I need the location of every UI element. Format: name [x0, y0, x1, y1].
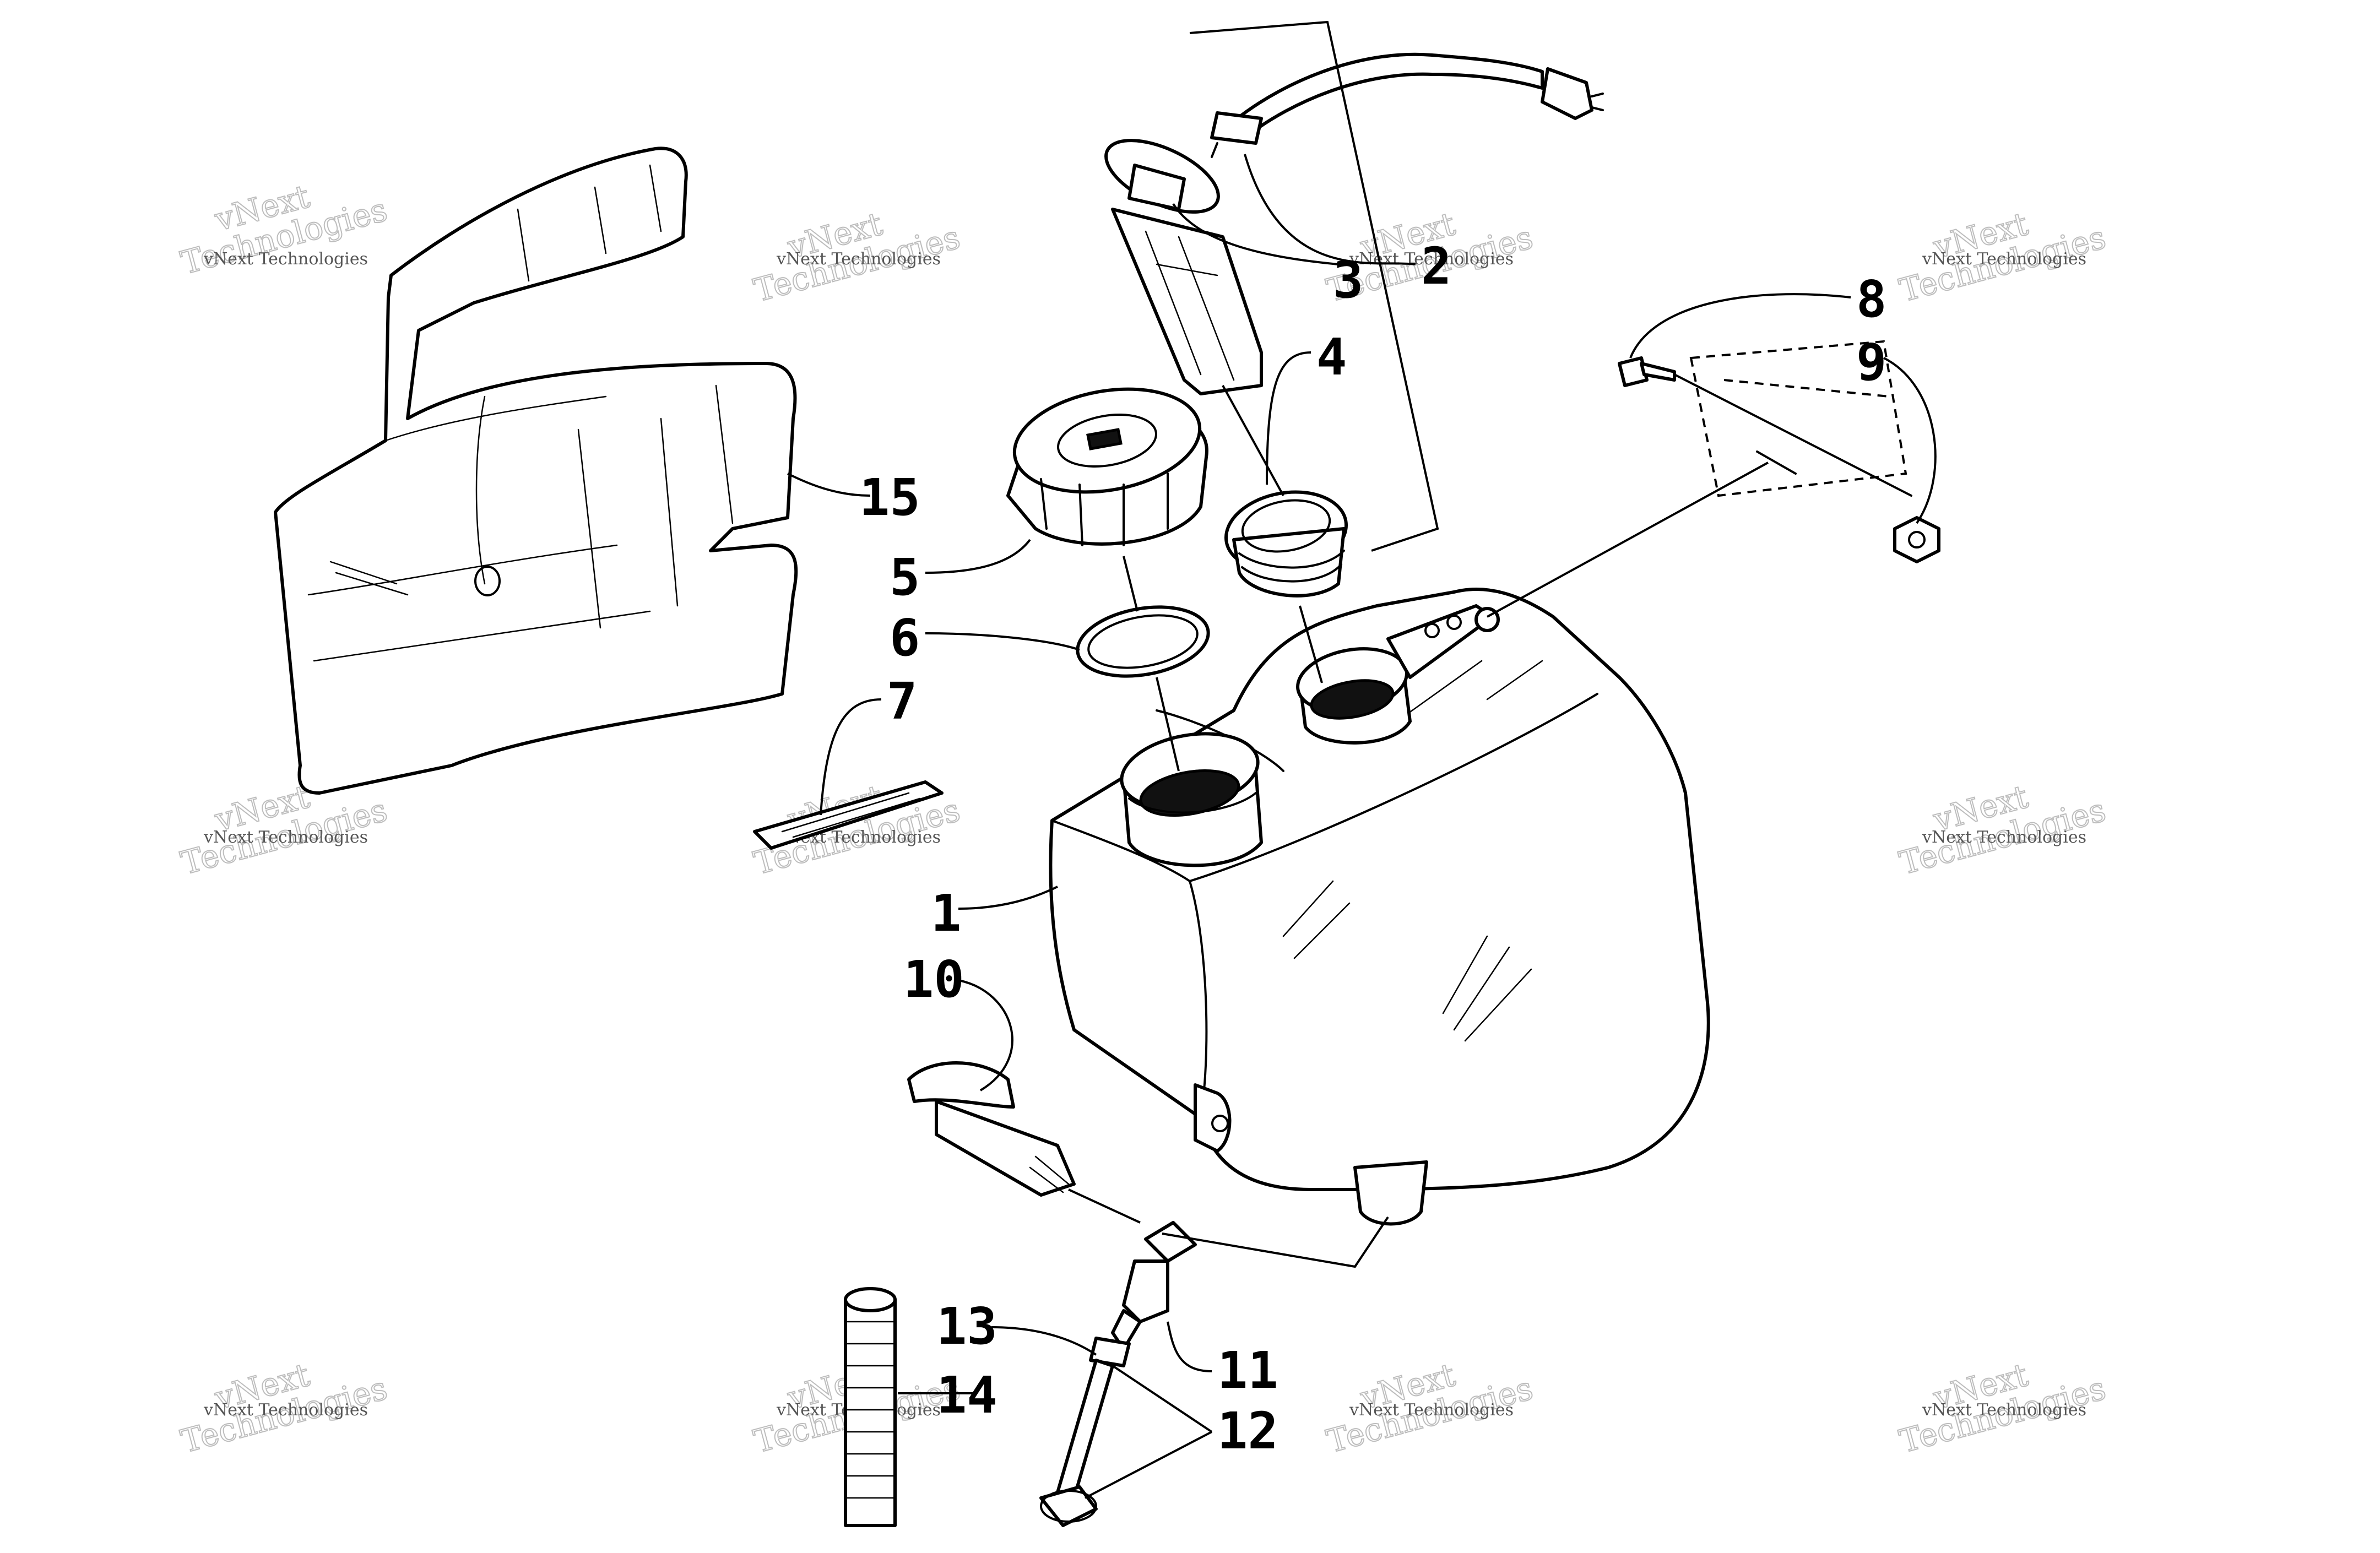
hose-and-clamps-part-12-13 [1039, 1337, 1131, 1527]
callout-11: 11 [1217, 1341, 1278, 1400]
callout-4: 4 [1316, 328, 1347, 387]
callout-3: 3 [1333, 251, 1363, 309]
mounting-hardware-part-8-9 [1618, 340, 1940, 563]
callout-leaders [787, 154, 1937, 1499]
fuel-fitting-part-11 [1111, 1221, 1197, 1351]
fuel-cap-part-5 [1006, 387, 1208, 546]
callout-13: 13 [936, 1297, 997, 1356]
watermark-top-center-left: vNext Technologies [750, 204, 964, 309]
callout-15: 15 [859, 468, 920, 527]
strap-part-10 [907, 1061, 1076, 1197]
watermark-bottom-center-right: vNext Technologies [1322, 1355, 1537, 1460]
decal-part-7 [753, 780, 944, 850]
watermark-bottom-right: vNext Technologies [1895, 1355, 2110, 1460]
watermark-text: vNext Technologies [1349, 249, 1514, 269]
fuel-tank-part-1 [1049, 588, 1710, 1226]
fuel-line-part-14 [844, 1287, 897, 1527]
callout-1: 1 [931, 884, 961, 943]
callout-5: 5 [890, 548, 920, 607]
callout-12: 12 [1217, 1402, 1278, 1460]
watermark-text: vNext Technologies [1349, 1400, 1514, 1420]
callout-8: 8 [1856, 270, 1886, 329]
watermark-text: vNext Technologies [1922, 828, 2086, 847]
watermark-text: vNext Technologies [776, 249, 941, 269]
callout-2: 2 [1421, 237, 1451, 296]
fuel-gauge-sending-unit-part-2-3 [1104, 52, 1604, 395]
callout-labels: 1 2 3 4 5 6 7 8 9 10 11 12 13 14 15 [859, 237, 1886, 1460]
gasket-part-6 [1076, 605, 1210, 678]
heat-shield-part-15 [274, 146, 798, 795]
callout-7: 7 [887, 672, 917, 731]
grommet-part-4 [1224, 490, 1348, 598]
watermark-text: vNext Technologies [1922, 1400, 2086, 1420]
callout-6: 6 [890, 609, 920, 667]
callout-10: 10 [903, 950, 964, 1009]
watermark-text: vNext Technologies [203, 828, 368, 847]
watermark-text: vNext Technologies [203, 1400, 368, 1420]
assembly-lines [1068, 20, 1769, 1268]
callout-14: 14 [936, 1366, 997, 1425]
callout-9: 9 [1856, 333, 1886, 392]
watermark-text: vNext Technologies [203, 249, 368, 269]
watermark-bottom-left: vNext Technologies [177, 1355, 392, 1460]
watermark-mid-right: vNext Technologies [1895, 777, 2110, 882]
watermark-text: vNext Technologies [1922, 249, 2086, 269]
watermark-top-right: vNext Technologies [1895, 204, 2110, 309]
